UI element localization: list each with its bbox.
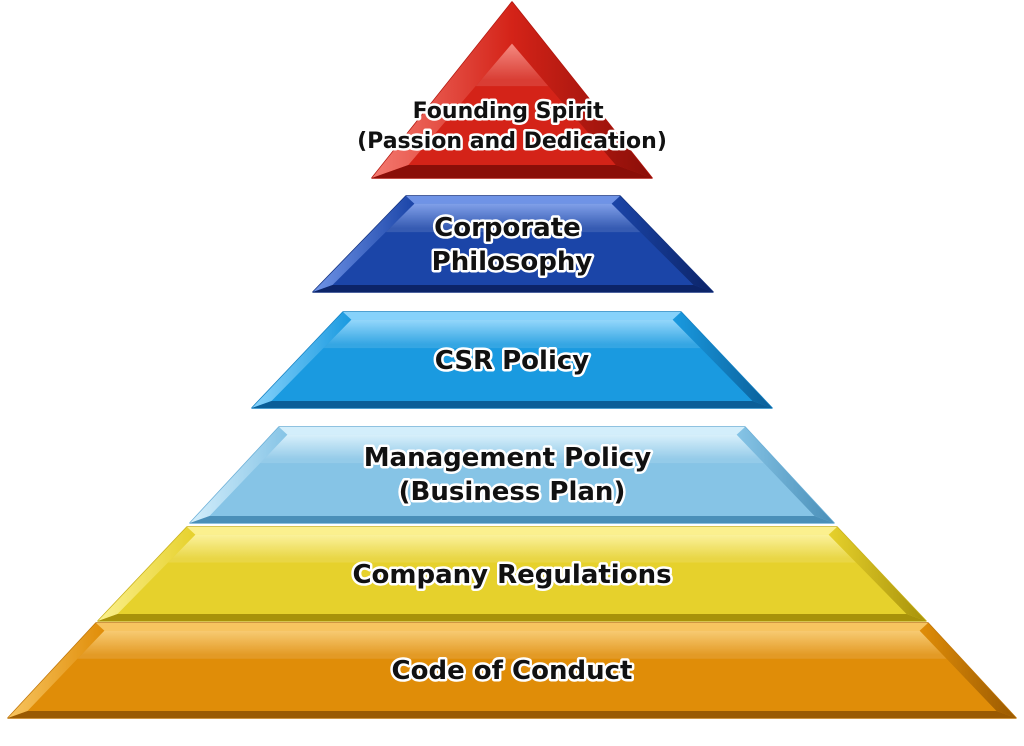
- tier-bevel-left: [372, 2, 512, 178]
- tier-face: [209, 434, 815, 516]
- tier-bevel-top: [406, 196, 620, 204]
- tier-bevel-top: [96, 623, 928, 631]
- tier-csr-policy-label: CSR Policy: [435, 346, 590, 376]
- tier-bevel-left: [8, 623, 105, 718]
- tier-code-of-conduct-line-1: Code of Conduct: [392, 656, 633, 686]
- tier-csr-policy-line-1: CSR Policy: [435, 346, 590, 376]
- tier-gloss: [168, 534, 856, 563]
- tier-bevel-bottom: [252, 401, 772, 408]
- tier-bevel-top: [343, 312, 681, 320]
- tier-bevel-bottom: [190, 516, 834, 523]
- tier-company-regulations: Company Regulations: [97, 526, 927, 622]
- tier-management-policy: Management Policy (Business Plan): [189, 426, 835, 524]
- tier-bevel-bottom: [98, 614, 926, 621]
- tier-face: [27, 630, 997, 711]
- tier-bevel-bottom: [8, 711, 1016, 718]
- tier-bevel-bottom: [372, 165, 652, 178]
- tier-management-policy-line-1: Management Policy: [364, 443, 652, 473]
- tier-bevel-top: [279, 427, 745, 435]
- tier-company-regulations-label: Company Regulations: [352, 560, 671, 590]
- tier-code-of-conduct-label: Code of Conduct: [392, 656, 633, 686]
- tier-gloss: [323, 319, 701, 349]
- tier-bevel-right: [919, 623, 1016, 718]
- tier-company-regulations-line-1: Company Regulations: [352, 560, 671, 590]
- tier-corporate-philosophy: Corporate Philosophy: [312, 195, 714, 293]
- tier-bevel-left: [252, 312, 352, 408]
- tier-code-of-conduct: Code of Conduct: [7, 622, 1017, 719]
- tier-bevel-bottom: [313, 285, 713, 292]
- tier-bevel-right: [672, 312, 772, 408]
- tier-bevel-top: [187, 527, 837, 535]
- tier-bevel-left: [98, 527, 196, 621]
- tier-bevel-left: [190, 427, 288, 523]
- tier-bevel-right: [828, 527, 926, 621]
- tier-gloss: [260, 434, 764, 464]
- tier-corporate-philosophy-line-2: Philosophy: [432, 247, 593, 277]
- tier-bevel-right: [736, 427, 834, 523]
- tier-face: [332, 203, 694, 285]
- tier-gloss: [385, 203, 641, 233]
- tier-bevel-left: [313, 196, 415, 292]
- tier-face: [408, 43, 616, 165]
- tier-corporate-philosophy-line-1: Corporate: [434, 213, 581, 243]
- tier-gloss: [77, 630, 947, 659]
- tier-founding-spirit-line-2: (Passion and Dedication): [357, 129, 667, 154]
- tier-founding-spirit-label: Founding Spirit (Passion and Dedication): [357, 99, 667, 154]
- tier-csr-policy: CSR Policy: [251, 311, 773, 409]
- tier-founding-spirit-line-1: Founding Spirit: [413, 99, 604, 124]
- tier-management-policy-label: Management Policy (Business Plan): [364, 443, 661, 507]
- tier-face: [271, 319, 753, 401]
- tier-management-policy-line-2: (Business Plan): [399, 477, 626, 507]
- tier-face: [117, 534, 907, 614]
- tier-bevel-right: [512, 2, 652, 178]
- tier-bevel-right: [611, 196, 713, 292]
- tier-gloss: [475, 43, 549, 87]
- tier-corporate-philosophy-label: Corporate Philosophy: [432, 213, 593, 277]
- tier-founding-spirit: Founding Spirit (Passion and Dedication): [355, 1, 669, 179]
